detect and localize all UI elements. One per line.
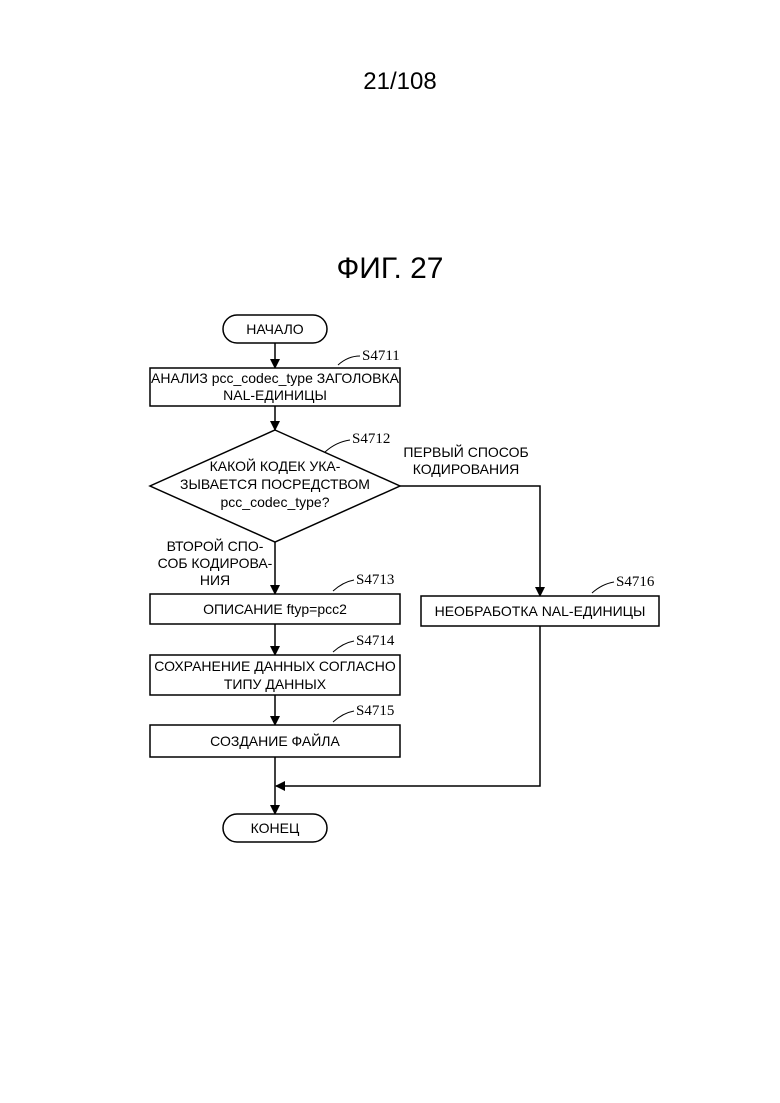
branch-second-line-1: ВТОРОЙ СПО- [167,537,264,554]
s4714-step-label: S4714 [356,633,395,649]
s4714-leader [333,641,354,652]
end-label: КОНЕЦ [251,820,300,836]
s4712-line-3: pcc_codec_type? [221,494,330,510]
s4711-line-1: АНАЛИЗ pcc_codec_type ЗАГОЛОВКА [151,370,400,386]
s4712-leader [325,440,350,452]
s4711-leader [338,356,360,365]
start-terminator: НАЧАЛО [223,315,327,343]
branch-second-line-2: СОБ КОДИРОВА- [158,555,273,571]
end-terminator: КОНЕЦ [223,814,327,842]
s4713-line-1: ОПИСАНИЕ ftyp=pcc2 [203,601,347,617]
s4712-step-label: S4712 [352,431,390,447]
s4715-leader [333,711,354,722]
s4711-line-2: NAL-ЕДИНИЦЫ [223,387,327,403]
s4715-step-label: S4715 [356,703,394,719]
s4714-line-2: ТИПУ ДАННЫХ [224,676,327,692]
s4711-step-label: S4711 [362,348,400,364]
s4716-line-1: НЕОБРАБОТКА NAL-ЕДИНИЦЫ [435,603,646,619]
arrow-s4712-to-s4716 [400,486,540,596]
s4713-step-label: S4713 [356,572,394,588]
s4712-line-2: ЗЫВАЕТСЯ ПОСРЕДСТВОМ [180,476,370,492]
arrow-s4716-to-merge [276,626,540,786]
s4715-line-1: СОЗДАНИЕ ФАЙЛА [210,732,340,749]
branch-second-line-3: НИЯ [200,572,230,588]
branch-first-line-1: ПЕРВЫЙ СПОСОБ [403,443,528,460]
s4712-line-1: КАКОЙ КОДЕК УКА- [210,457,341,474]
s4716-step-label: S4716 [616,574,655,590]
branch-first-line-2: КОДИРОВАНИЯ [413,461,520,477]
s4714-line-1: СОХРАНЕНИЕ ДАННЫХ СОГЛАСНО [154,658,396,674]
s4716-leader [592,582,614,593]
decision-s4712: КАКОЙ КОДЕК УКА- ЗЫВАЕТСЯ ПОСРЕДСТВОМ pc… [150,430,400,542]
s4713-leader [333,580,354,591]
start-label: НАЧАЛО [246,321,304,337]
